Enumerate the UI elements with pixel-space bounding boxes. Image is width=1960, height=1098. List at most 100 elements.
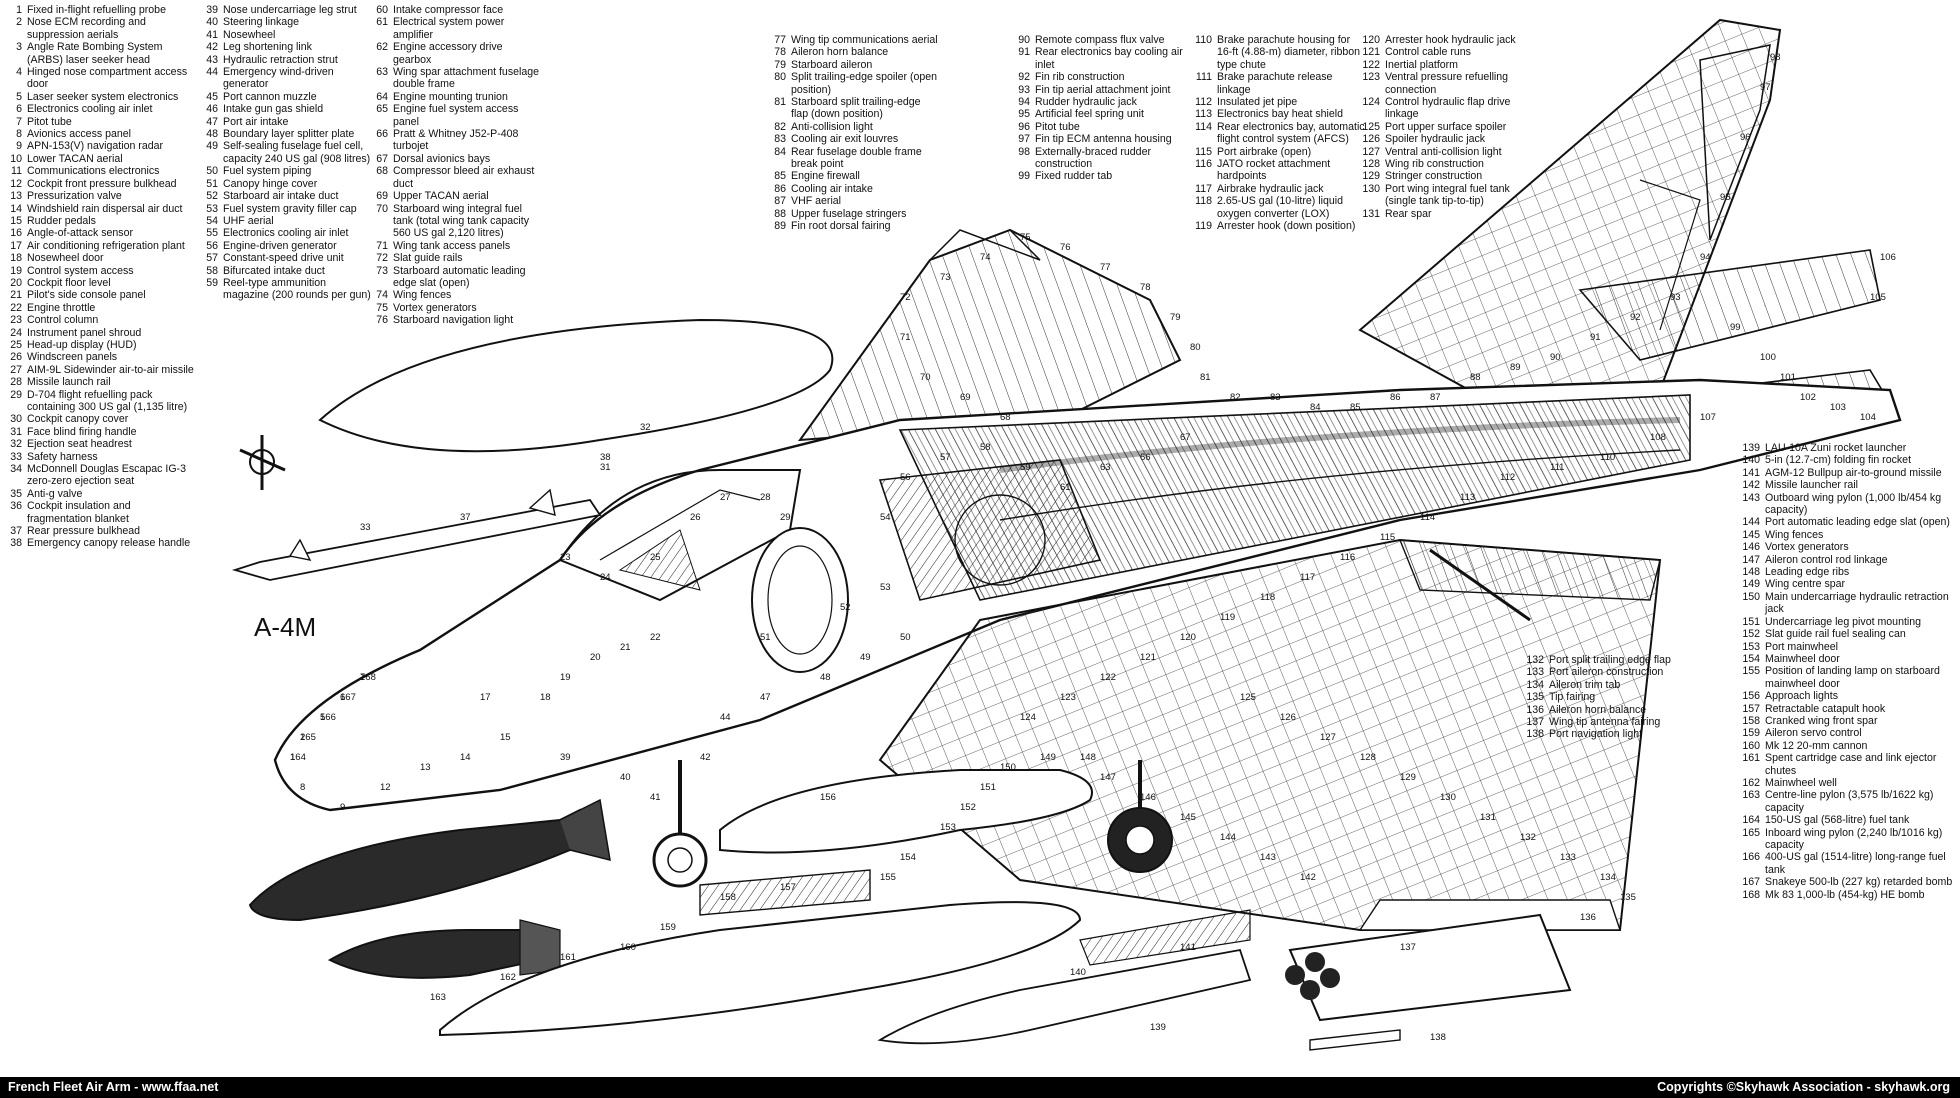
key-number: 28 [10, 376, 22, 389]
key-number: 81 [774, 96, 786, 109]
key-number: 69 [376, 190, 388, 203]
air-intake [751, 527, 849, 673]
fuel-tank-150 [719, 769, 1093, 854]
callout-number: 142 [1300, 872, 1316, 883]
key-text: AGM-12 Bullpup air-to-ground missile [1765, 466, 1942, 479]
key-number: 95 [1018, 108, 1030, 121]
callout-number: 54 [880, 512, 891, 523]
key-number: 141 [1742, 466, 1760, 479]
key-number: 57 [206, 252, 218, 265]
key-text: Pilot's side console panel [27, 289, 146, 302]
callout-number: 93 [1670, 292, 1681, 303]
key-text: Brake parachute release linkage [1217, 71, 1333, 96]
footer-copyright[interactable]: Copyrights ©Skyhawk Association - skyhaw… [1657, 1080, 1950, 1094]
key-number: 115 [1195, 145, 1212, 158]
key-text: Nosewheel [223, 28, 276, 41]
key-text: Head-up display (HUD) [27, 338, 137, 351]
callout-number: 37 [460, 512, 471, 523]
key-number: 83 [774, 133, 786, 146]
key-text: Fuel system gravity filler cap [223, 202, 357, 215]
key-text: Starboard aileron [791, 58, 873, 71]
key-number: 11 [11, 165, 22, 178]
key-number: 84 [774, 145, 786, 158]
key-number: 47 [206, 115, 218, 128]
key-text: Approach lights [1765, 690, 1839, 703]
key-number: 156 [1742, 690, 1760, 703]
key-text: Fuel system piping [223, 165, 312, 178]
callout-number: 117 [1300, 572, 1315, 583]
footer-source-link[interactable]: French Fleet Air Arm - www.ffaa.net [8, 1080, 219, 1094]
key-text: Intake compressor face [393, 4, 504, 16]
callout-number: 87 [1430, 392, 1441, 403]
key-number: 119 [1195, 220, 1212, 233]
callout-number: 112 [1500, 472, 1515, 483]
key-text: Ejection seat headrest [27, 438, 132, 451]
key-number: 12 [10, 177, 22, 190]
key-text: Port cannon muzzle [223, 90, 317, 103]
callout-number: 125 [1240, 692, 1256, 703]
key-number: 61 [376, 16, 388, 29]
callout-number: 126 [1280, 712, 1296, 723]
key-number: 118 [1195, 195, 1212, 208]
callout-number: 77 [1100, 262, 1111, 273]
key-number: 23 [10, 314, 22, 327]
callout-number: 39 [560, 752, 571, 763]
callout-number: 23 [560, 552, 571, 563]
callout-number: 50 [900, 632, 911, 643]
key-number: 49 [206, 140, 218, 153]
key-text: Emergency canopy release handle [27, 537, 191, 550]
callout-number: 150 [1000, 762, 1016, 773]
key-number: 122 [1362, 58, 1380, 71]
key-number: 124 [1362, 96, 1380, 109]
callout-number: 83 [1270, 392, 1281, 403]
footer-bar: French Fleet Air Arm - www.ffaa.net Copy… [0, 1077, 1960, 1098]
key-text: AIM-9L Sidewinder air-to-air missile [27, 363, 194, 376]
key-text: Port mainwheel [1765, 640, 1839, 653]
key-number: 16 [10, 227, 22, 240]
callout-number: 115 [1380, 532, 1395, 543]
key-number: 76 [376, 314, 388, 327]
key-number: 10 [10, 152, 22, 165]
key-text: Aileron servo control [1765, 727, 1862, 740]
key-number: 41 [206, 28, 218, 41]
key-number: 152 [1742, 628, 1760, 641]
key-text: Rear pressure bulkhead [27, 525, 141, 538]
key-text: VHF aerial [791, 195, 842, 208]
key-number: 72 [376, 252, 388, 265]
callout-number: 79 [1170, 312, 1181, 323]
key-number: 155 [1742, 665, 1760, 678]
key-number: 162 [1742, 776, 1760, 789]
key-number: 32 [10, 438, 22, 451]
callout-number: 17 [480, 692, 491, 703]
refuelling-pack [239, 318, 834, 490]
key-number: 89 [774, 220, 786, 233]
key-text: Nose undercarriage leg strut [223, 4, 357, 16]
key-entry: 32 Ejection seat headrest [0, 438, 196, 450]
key-number: 96 [1018, 120, 1030, 133]
key-number: 68 [376, 165, 388, 178]
callout-number: 95 [1720, 192, 1731, 203]
callout-number: 131 [1480, 812, 1496, 823]
callout-number: 96 [1740, 132, 1751, 143]
callout-number: 141 [1180, 942, 1196, 953]
